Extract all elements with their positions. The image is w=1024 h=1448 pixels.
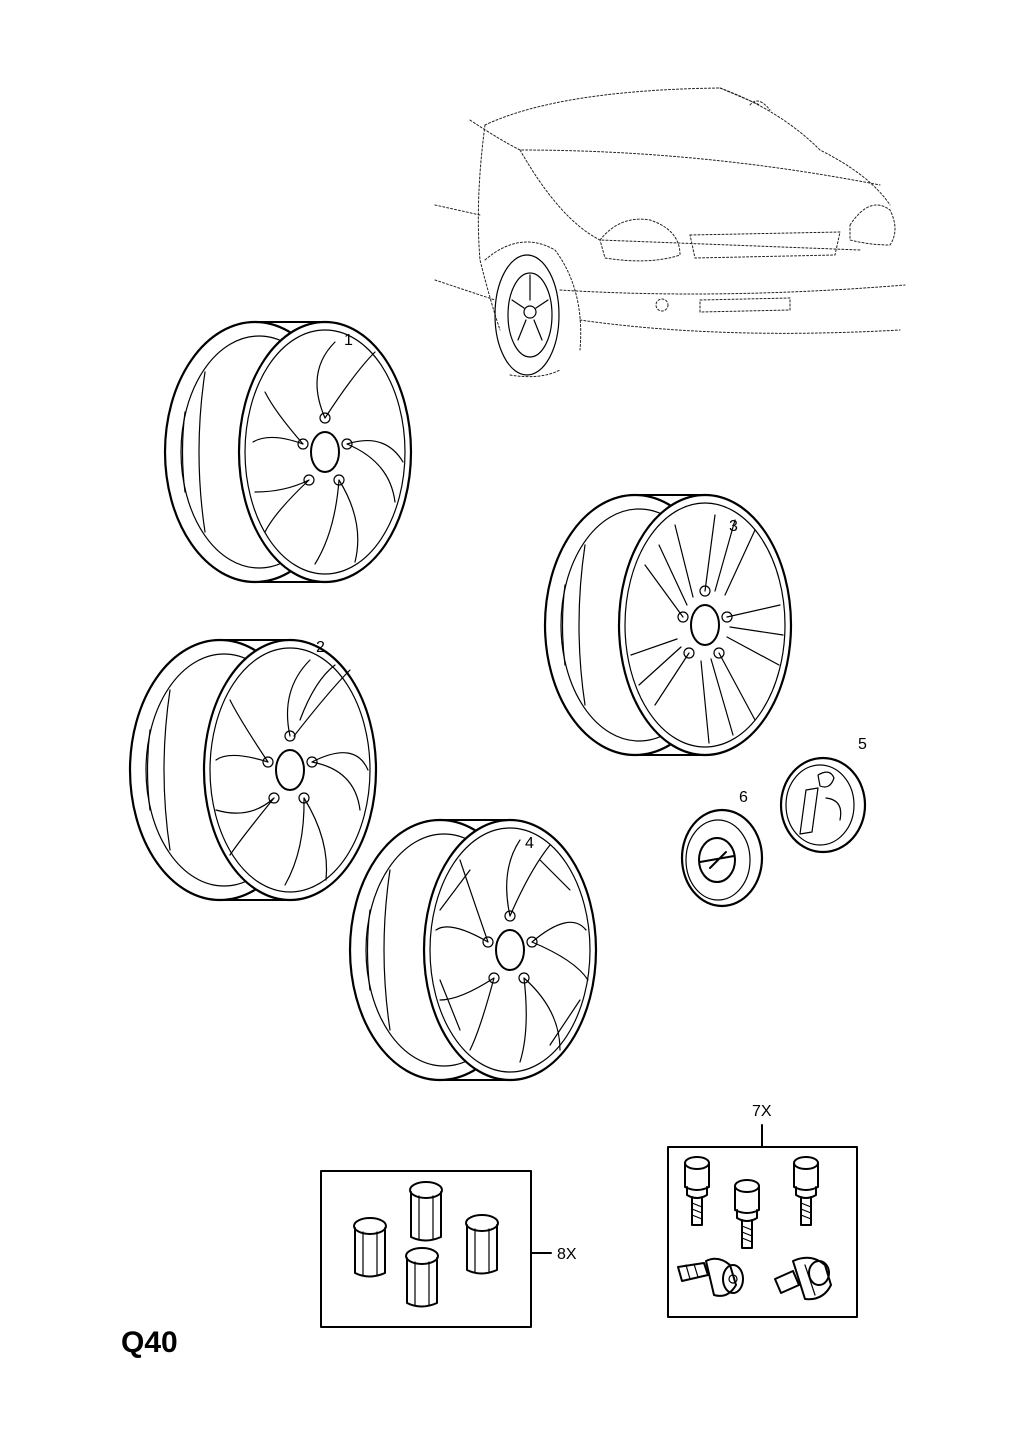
wheel-bolt — [684, 1156, 710, 1226]
wheel-bolt — [793, 1156, 819, 1226]
callout-1: 1 — [344, 332, 353, 349]
wheel-bolt — [734, 1179, 760, 1249]
wheel-bolt-horizontal — [677, 1257, 744, 1297]
callout-3: 3 — [729, 518, 738, 535]
callout-6: 6 — [739, 789, 748, 806]
callout-4: 4 — [525, 835, 534, 852]
wheel-bolt-kit — [667, 1124, 858, 1318]
callout-2: 2 — [316, 639, 325, 656]
callout-8x: 8X — [557, 1246, 577, 1263]
valve-cap — [465, 1214, 499, 1275]
wheel-3 — [543, 493, 793, 757]
valve-cap — [409, 1181, 443, 1242]
valve-cap-kit — [320, 1170, 552, 1328]
callout-7x: 7X — [752, 1103, 772, 1120]
valve-cap — [405, 1247, 439, 1308]
lock-adapter — [774, 1256, 832, 1301]
valve-cap — [353, 1217, 387, 1278]
hub-cap-brand-logo — [680, 808, 764, 908]
callout-5: 5 — [858, 736, 867, 753]
wheel-2 — [128, 638, 378, 902]
vehicle-illustration — [434, 87, 906, 378]
hub-cap-i-logo — [779, 756, 867, 854]
page-code: Q40 — [121, 1326, 178, 1359]
wheel-1 — [163, 320, 413, 584]
wheel-4 — [348, 818, 598, 1082]
